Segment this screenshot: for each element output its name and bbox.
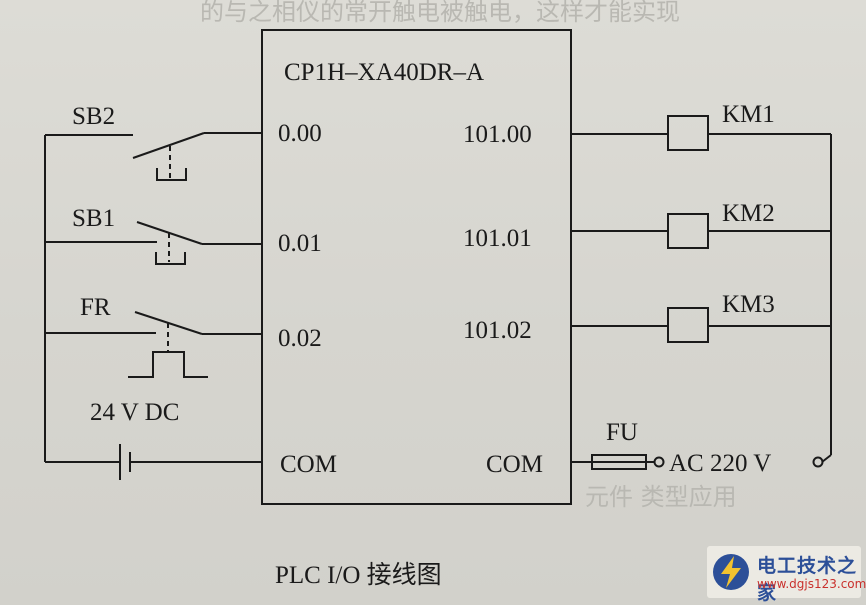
km3-label: KM3: [722, 291, 775, 318]
output-address-0: 101.00: [463, 121, 532, 148]
caption: PLC I/O 接线图: [275, 561, 442, 589]
faint-text-bottom: 元件 类型应用: [585, 483, 737, 511]
km2-coil: [571, 213, 831, 249]
input-address-0: 0.00: [278, 120, 322, 147]
km1-label: KM1: [722, 101, 775, 128]
output-address-2: 101.02: [463, 317, 532, 344]
km3-coil: [571, 307, 831, 343]
fr-label: FR: [80, 294, 111, 321]
fu-fuse: [571, 454, 665, 470]
input-com-label: COM: [280, 451, 337, 478]
input-address-2: 0.02: [278, 325, 322, 352]
sb1-label: SB1: [72, 205, 115, 232]
sb1-switch: [45, 221, 262, 265]
sb2-label: SB2: [72, 103, 115, 130]
sb2-switch: [45, 132, 262, 181]
km2-label: KM2: [722, 200, 775, 227]
dc-supply: [45, 444, 262, 480]
output-com-label: COM: [486, 451, 543, 478]
watermark-url: www.dgjs123.com: [757, 577, 866, 591]
ac-terminal: [812, 454, 832, 468]
plc-box: [261, 29, 572, 505]
watermark: 电工技术之家 www.dgjs123.com: [707, 546, 866, 604]
fu-label: FU: [606, 419, 638, 446]
lightning-logo-icon: [713, 554, 749, 590]
dc-label: 24 V DC: [90, 399, 179, 426]
ac-label: AC 220 V: [669, 450, 771, 477]
background-text: 的与之相仪的常开触电被触电，这样才能实现 元件 类型应用: [200, 0, 737, 511]
output-address-1: 101.01: [463, 225, 532, 252]
km1-coil: [571, 115, 831, 151]
fr-contact: [45, 311, 262, 378]
watermark-name: 电工技术之家: [757, 555, 858, 604]
input-address-1: 0.01: [278, 230, 322, 257]
faint-text-top: 的与之相仪的常开触电被触电，这样才能实现: [200, 0, 680, 26]
plc-model: CP1H–XA40DR–A: [284, 59, 484, 86]
